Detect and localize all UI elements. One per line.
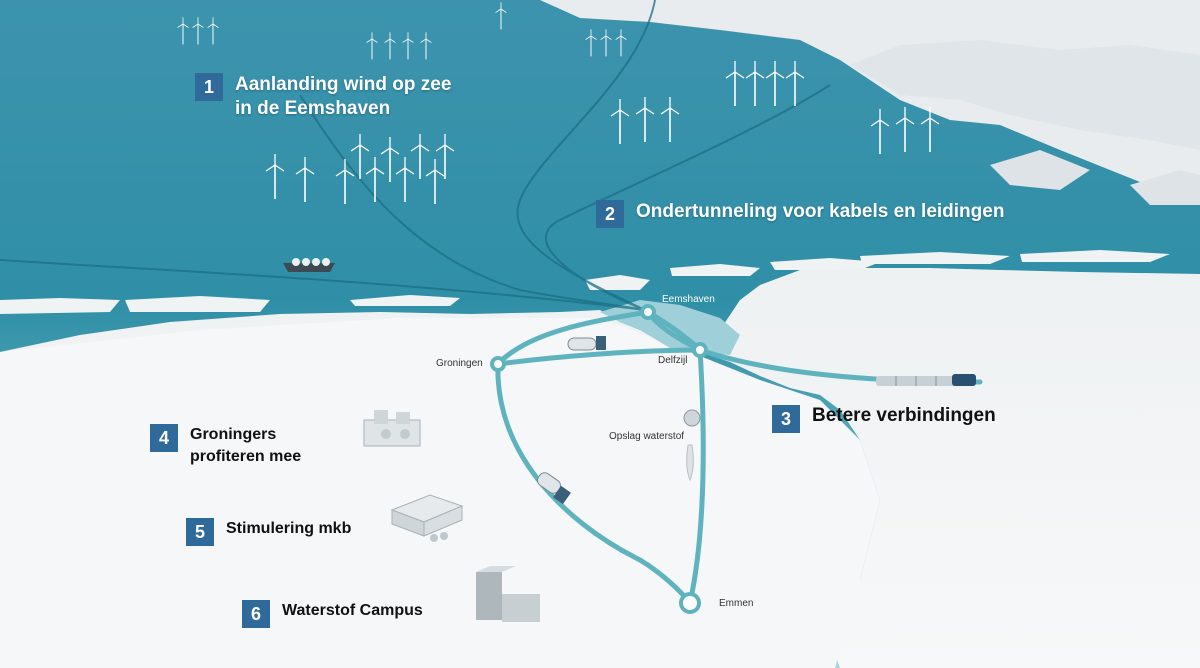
- node-emmen: [679, 592, 701, 614]
- groningen-province: [0, 318, 880, 668]
- barrier-island: [125, 296, 270, 312]
- place-groningen: Groningen: [436, 358, 483, 369]
- callout-number: 1: [195, 73, 223, 101]
- callout-3: 3 Betere verbindingen: [772, 405, 996, 433]
- barrier-island: [585, 275, 650, 290]
- callout-text: Stimulering mkb: [226, 520, 352, 537]
- tanker-truck-icon: [567, 336, 606, 351]
- offshore-cables: [0, 0, 831, 311]
- barrier-island: [1020, 250, 1170, 262]
- callout-4: 4 Groningers profiteren mee: [150, 424, 301, 468]
- lng-ship-icon: [283, 258, 335, 272]
- callout-number: 4: [150, 424, 178, 452]
- callout-line: Groningers: [190, 426, 277, 443]
- place-delfzijl: Delfzijl: [658, 355, 688, 366]
- callout-line: in de Eemshaven: [235, 98, 391, 119]
- north-island: [850, 40, 1200, 150]
- callout-line: profiteren mee: [190, 448, 302, 465]
- factory-icon: [390, 494, 464, 542]
- callout-text: Waterstof Campus: [282, 602, 423, 619]
- callout-number: 2: [596, 200, 624, 228]
- campus-building-icon: [476, 566, 540, 622]
- callout-number: 6: [242, 600, 270, 628]
- callout-text: Ondertunneling voor kabels en leidingen: [636, 201, 1005, 222]
- place-emmen: Emmen: [719, 598, 754, 609]
- node-groningen: [490, 356, 506, 372]
- barrier-island: [0, 298, 120, 314]
- callout-6: 6 Waterstof Campus: [242, 600, 423, 628]
- village-icon: [363, 410, 421, 447]
- small-island: [1130, 170, 1200, 205]
- callout-2: 2 Ondertunneling voor kabels en leidinge…: [596, 200, 1004, 228]
- barrier-island: [350, 295, 460, 306]
- place-eemshaven: Eemshaven: [662, 294, 715, 305]
- callout-text: Aanlanding wind op zee in de Eemshaven: [235, 73, 451, 121]
- callout-number: 5: [186, 518, 214, 546]
- small-island: [990, 150, 1090, 190]
- barrier-island: [860, 252, 1010, 264]
- callout-text: Betere verbindingen: [812, 405, 996, 426]
- route-nodes: [490, 304, 708, 614]
- node-delfzijl: [692, 342, 708, 358]
- tanker-truck-icon: [537, 472, 571, 505]
- callout-5: 5 Stimulering mkb: [186, 518, 351, 546]
- mainland: [0, 268, 1200, 668]
- barrier-island: [670, 264, 760, 276]
- storage-tank-icon: [683, 409, 701, 482]
- place-opslag-waterstof: Opslag waterstof: [609, 431, 685, 442]
- callout-line: Aanlanding wind op zee: [235, 74, 452, 95]
- barrier-island: [770, 258, 880, 270]
- callout-number: 3: [772, 405, 800, 433]
- callout-text: Groningers profiteren mee: [190, 424, 301, 468]
- train-icon: [876, 374, 976, 386]
- node-eemshaven: [640, 304, 656, 320]
- callout-1: 1 Aanlanding wind op zee in de Eemshaven: [195, 73, 451, 121]
